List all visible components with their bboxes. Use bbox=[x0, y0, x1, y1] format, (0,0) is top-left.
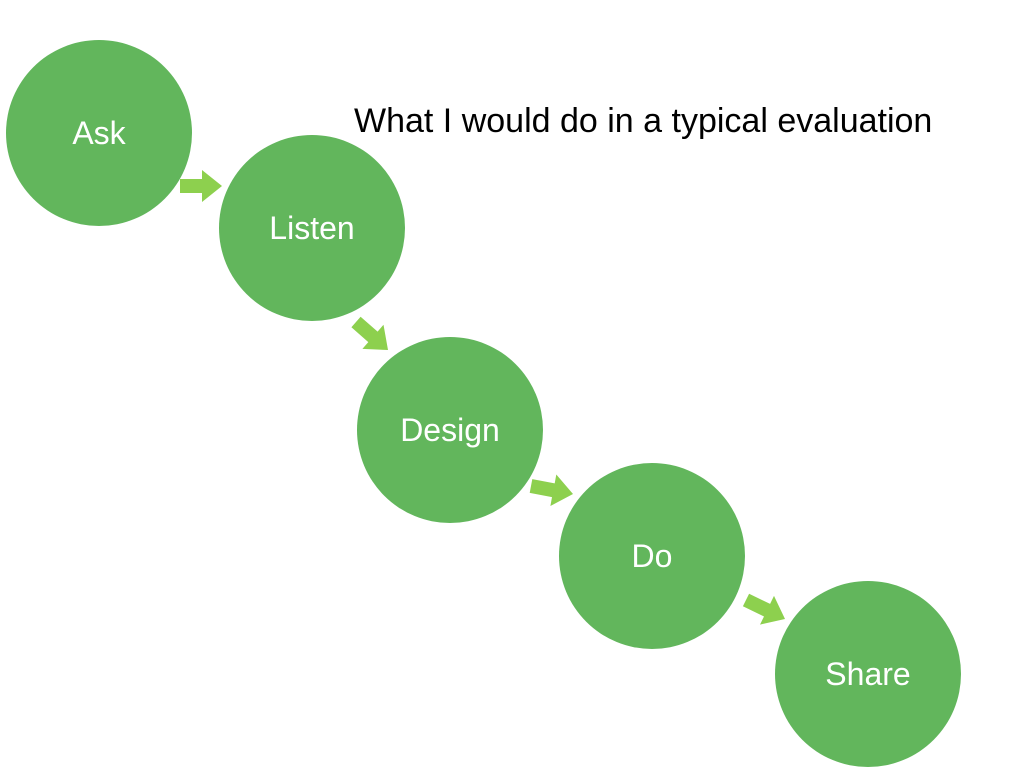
step-circle bbox=[219, 135, 405, 321]
step-node-do: Do bbox=[559, 463, 745, 649]
step-node-share: Share bbox=[775, 581, 961, 767]
step-label: Share bbox=[825, 656, 910, 692]
right-arrow-icon bbox=[180, 170, 222, 202]
right-arrow-icon bbox=[529, 474, 573, 506]
step-node-design: Design bbox=[357, 337, 543, 523]
step-label: Design bbox=[400, 412, 500, 448]
step-circle bbox=[775, 581, 961, 767]
step-label: Ask bbox=[72, 115, 126, 151]
step-node-listen: Listen bbox=[219, 135, 405, 321]
step-label: Do bbox=[632, 538, 673, 574]
step-circle bbox=[6, 40, 192, 226]
right-arrow-icon bbox=[742, 593, 785, 625]
step-circle bbox=[357, 337, 543, 523]
step-node-ask: Ask bbox=[6, 40, 192, 226]
step-label: Listen bbox=[269, 210, 354, 246]
slide-title: What I would do in a typical evaluation bbox=[354, 102, 933, 140]
connector-arrows bbox=[180, 170, 785, 625]
step-circle bbox=[559, 463, 745, 649]
right-arrow-icon bbox=[351, 316, 388, 350]
